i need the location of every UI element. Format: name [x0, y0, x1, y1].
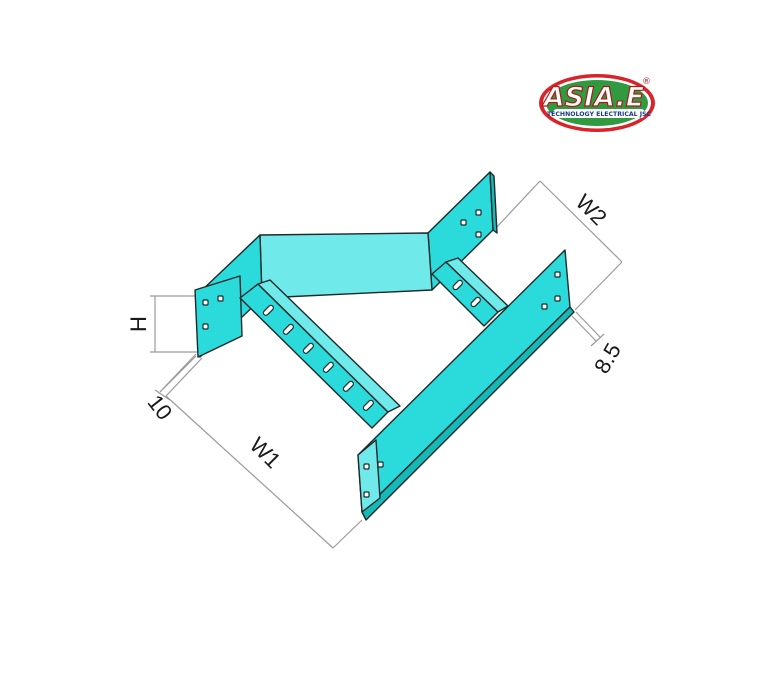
company-logo: ASIA.E ® TECHNOLOGY ELECTRICAL JSC [539, 74, 655, 132]
dimension-label-w1: W1 [245, 432, 286, 473]
dimension-label-offset-left: 10 [143, 390, 178, 425]
flange-hole [475, 209, 482, 216]
right-end-flange-lip [489, 171, 498, 234]
logo-registered-mark: ® [642, 77, 651, 87]
dimension-label-h: H [126, 316, 151, 332]
dimension-label-offset-right: 8.5 [589, 339, 626, 378]
rung-slot [262, 304, 274, 316]
rung-slot [322, 361, 334, 373]
flange-hole [460, 219, 467, 226]
left-end-flange [194, 275, 243, 358]
w2-extension-top [494, 180, 541, 230]
rung-slot [342, 380, 354, 392]
rung-long-top [257, 279, 401, 413]
flange-hole [202, 323, 209, 330]
offset-right-line-a [571, 315, 597, 342]
flange-hole [554, 271, 561, 278]
offset-left-line-b [165, 357, 203, 397]
logo-tagline: TECHNOLOGY ELECTRICAL JSC [547, 111, 652, 118]
rung-slot [302, 342, 314, 354]
flange-hole [541, 303, 548, 310]
w1-extension-right [332, 519, 363, 549]
back-angled-rail [259, 232, 433, 299]
logo-word: ASIA.E [542, 82, 645, 113]
flange-hole [363, 491, 370, 498]
flange-hole [217, 295, 224, 302]
flange-hole [554, 295, 561, 302]
offset-right-tick [590, 333, 605, 347]
offset-right-line-b [575, 311, 601, 338]
logo-tagline-band [553, 109, 645, 118]
rung-slot [452, 279, 463, 291]
rung-slot [470, 296, 481, 308]
flange-hole [202, 299, 209, 306]
w2-extension-bottom [574, 261, 623, 311]
w2-dimension-line [539, 180, 623, 263]
dimension-lines [150, 180, 623, 549]
rung-slot [362, 399, 374, 411]
fastener-holes [202, 209, 561, 498]
offset-left-tick [154, 389, 171, 401]
flange-hole [475, 231, 482, 238]
flange-hole [377, 461, 384, 468]
w1-dimension-line [165, 395, 334, 549]
cable-ladder [194, 171, 575, 521]
rung-slot [282, 323, 294, 335]
w1-extension-left [159, 355, 197, 393]
front-rail-lower-lip [361, 306, 575, 521]
dimension-label-w2: W2 [571, 189, 612, 230]
flange-hole [363, 463, 370, 470]
